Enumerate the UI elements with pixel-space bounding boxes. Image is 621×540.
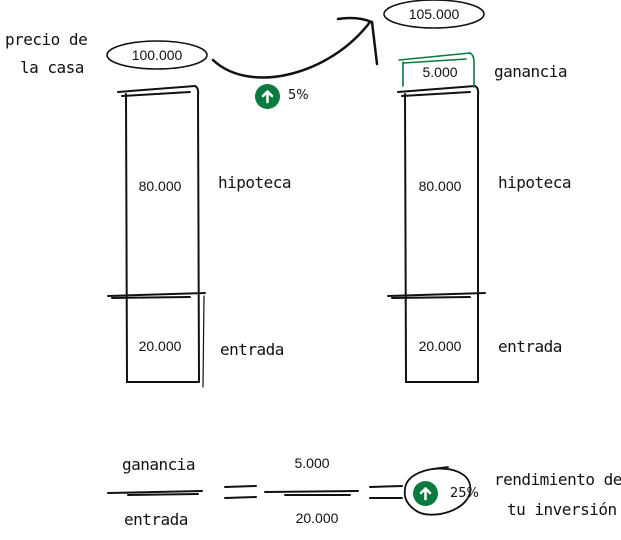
left-mortgage-value: 80.000 — [138, 178, 182, 194]
result-ellipse — [403, 466, 471, 516]
gain-label: ganancia — [494, 62, 568, 81]
left-mortgage-label: hipoteca — [218, 173, 292, 192]
right-down-label: entrada — [498, 337, 562, 356]
gain-value: 5.000 — [422, 64, 458, 80]
equals-sign-1 — [224, 485, 257, 499]
arrow-up-circle-icon — [413, 481, 438, 506]
price-ellipse-right — [383, 0, 485, 29]
house-price-label-1: precio de — [5, 30, 88, 49]
gain-box — [398, 52, 475, 88]
right-down-value: 20.000 — [418, 338, 462, 354]
left-price: 100.000 — [131, 47, 183, 63]
growth-percent: 5% — [288, 88, 309, 103]
arrow-up-circle-icon — [255, 84, 280, 109]
formula-numerator-label: ganancia — [122, 455, 196, 474]
house-price-label-2: la casa — [20, 58, 84, 77]
price-ellipse-left — [106, 40, 208, 70]
fraction-line-2 — [264, 490, 359, 496]
left-down-label: entrada — [220, 340, 284, 359]
growth-arrow — [211, 20, 372, 79]
right-mortgage-value: 80.000 — [418, 178, 462, 194]
left-down-value: 20.000 — [138, 338, 182, 354]
right-price: 105.000 — [408, 6, 460, 22]
right-bar — [387, 85, 486, 383]
result-label-1: rendimiento de — [494, 470, 621, 489]
formula-denominator-label: entrada — [124, 510, 188, 529]
left-bar — [107, 85, 206, 388]
growth-arrow-head — [336, 16, 379, 66]
formula-numerator-value: 5.000 — [294, 455, 330, 471]
right-mortgage-label: hipoteca — [498, 173, 572, 192]
equals-sign-2 — [369, 485, 403, 499]
fraction-line-1 — [107, 490, 203, 496]
result-percent: 25% — [450, 486, 479, 501]
result-label-2: tu inversión — [507, 500, 617, 519]
formula-denominator-value: 20.000 — [295, 510, 339, 526]
